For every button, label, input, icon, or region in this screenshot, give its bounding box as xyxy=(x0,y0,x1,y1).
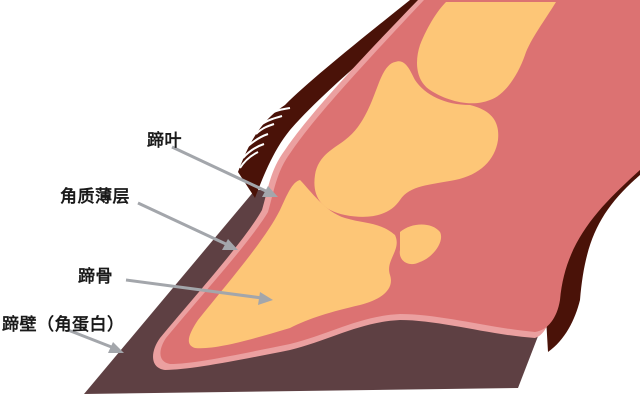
navicular-bone xyxy=(399,224,442,265)
label-coffin-bone: 蹄骨 xyxy=(78,267,113,287)
label-laminae: 蹄叶 xyxy=(147,131,182,151)
label-hoof-wall: 蹄壁（角蛋白） xyxy=(2,315,125,335)
pastern-bone xyxy=(417,2,556,104)
coffin-bone-shape xyxy=(188,180,397,349)
hair-strands xyxy=(239,107,291,169)
middle-phalanx-bone xyxy=(314,61,499,217)
label-horny-laminae: 角质薄层 xyxy=(60,187,130,207)
hair-front xyxy=(238,0,432,198)
pointer-arrows xyxy=(67,145,278,353)
